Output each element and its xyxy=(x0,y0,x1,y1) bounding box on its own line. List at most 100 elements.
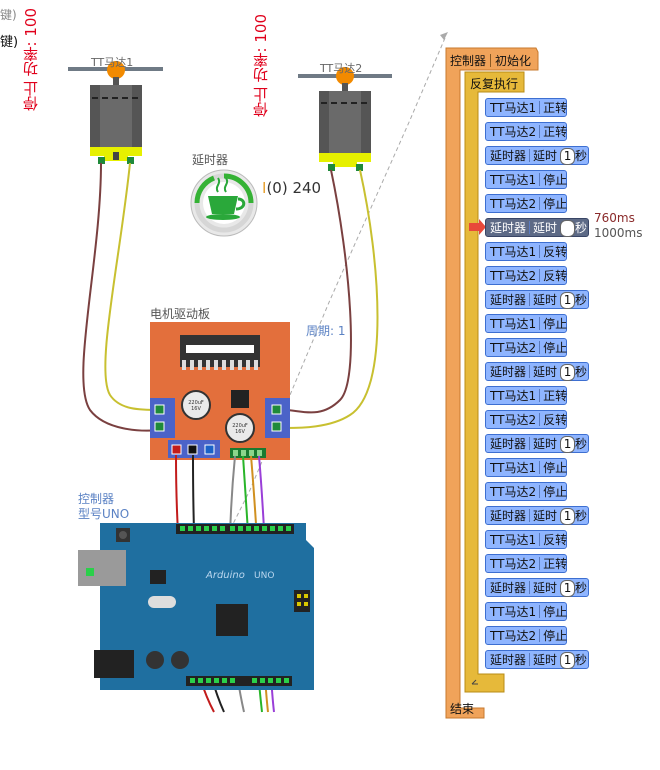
block-target: TT马达1 xyxy=(490,605,537,619)
block-action: 停止 xyxy=(543,197,568,211)
block-action: 延时 xyxy=(533,221,558,235)
block-action: 正转 xyxy=(543,125,568,139)
motor-1[interactable] xyxy=(68,61,163,164)
block-action: 延时 xyxy=(533,653,558,667)
delay-unit: 秒 xyxy=(575,581,588,595)
block-target: 延时器 xyxy=(490,581,527,595)
motor-block[interactable]: TT马达1 停止 xyxy=(485,314,567,333)
delay-unit: 秒 xyxy=(575,653,588,667)
block-target: TT马达1 xyxy=(490,461,537,475)
block-target: TT马达1 xyxy=(490,317,537,331)
arduino-uno-board[interactable]: Arduino UNO xyxy=(78,523,314,690)
motor-block[interactable]: TT马达2 停止 xyxy=(485,194,567,213)
motor-driver-board[interactable]: 220uF 16V 220uF 16V xyxy=(150,322,290,460)
timer-readout: I(0) 240 xyxy=(262,179,322,197)
block-action: 反转 xyxy=(543,533,568,547)
delay-seconds-input[interactable]: 1 xyxy=(560,508,576,525)
edge-text-1: 键) xyxy=(0,8,17,22)
block-action: 正转 xyxy=(543,389,568,403)
block-action: 停止 xyxy=(543,317,568,331)
loop-block-header[interactable]: 反复执行 xyxy=(470,77,519,91)
block-target: TT马达1 xyxy=(490,173,537,187)
delay-unit: 秒 xyxy=(575,149,588,163)
motor-block[interactable]: TT马达2 正转 xyxy=(485,122,567,141)
block-target: 延时器 xyxy=(490,365,527,379)
dashed-link-line xyxy=(214,37,446,561)
motor-block[interactable]: TT马达1 停止 xyxy=(485,170,567,189)
driver-period: 周期: 1 xyxy=(306,324,346,338)
motor-block[interactable]: TT马达1 正转 xyxy=(485,98,567,117)
block-target: TT马达2 xyxy=(490,125,537,139)
svg-text:16V: 16V xyxy=(235,429,245,435)
block-action: 停止 xyxy=(543,341,568,355)
delay-unit: 秒 xyxy=(575,293,588,307)
block-target: 延时器 xyxy=(490,437,527,451)
block-target: 延时器 xyxy=(490,149,527,163)
delay-unit: 秒 xyxy=(575,509,588,523)
block-target: TT马达1 xyxy=(490,101,537,115)
delay-seconds-input[interactable]: 1 xyxy=(560,220,576,237)
block-action: 反转 xyxy=(543,269,568,283)
delay-seconds-input[interactable]: 1 xyxy=(560,580,576,597)
block-action: 延时 xyxy=(533,581,558,595)
block-action: 反转 xyxy=(543,245,568,259)
svg-text:16V: 16V xyxy=(191,406,201,412)
block-action: 延时 xyxy=(533,365,558,379)
block-action: 反转 xyxy=(543,413,568,427)
block-action: 正转 xyxy=(543,101,568,115)
motor-block[interactable]: TT马达2 反转 xyxy=(485,266,567,285)
controller-block-header[interactable]: 控制器初始化 xyxy=(450,54,532,68)
arduino-logo-text: Arduino xyxy=(205,570,245,581)
motor-2-power-label: 停止 功率: 100 xyxy=(252,14,270,118)
block-action: 延时 xyxy=(533,293,558,307)
motor-2-label: TT马达2 xyxy=(320,62,363,75)
delay-seconds-input[interactable]: 1 xyxy=(560,148,576,165)
controller-model: 型号UNO xyxy=(78,507,130,521)
end-block-label[interactable]: 结束 xyxy=(450,702,475,716)
block-action: 延时 xyxy=(533,437,558,451)
delay-unit: 秒 xyxy=(575,221,588,235)
motor-1-power-label: 停止 功率: 100 xyxy=(22,8,40,112)
block-target: 延时器 xyxy=(490,221,527,235)
block-target: TT马达1 xyxy=(490,533,537,547)
block-action: 停止 xyxy=(543,173,568,187)
delay-unit: 秒 xyxy=(575,437,588,451)
driver-label: 电机驱动板 xyxy=(150,307,211,321)
block-action: 停止 xyxy=(543,485,568,499)
active-step-arrow xyxy=(469,219,486,235)
motor-2[interactable] xyxy=(298,67,392,171)
block-target: TT马达2 xyxy=(490,269,537,283)
block-action: 正转 xyxy=(543,557,568,571)
block-target: TT马达2 xyxy=(490,197,537,211)
block-target: 延时器 xyxy=(490,653,527,667)
motor-block[interactable]: TT马达1 反转 xyxy=(485,530,567,549)
delay-seconds-input[interactable]: 1 xyxy=(560,652,576,669)
delay-seconds-input[interactable]: 1 xyxy=(560,436,576,453)
delay-unit: 秒 xyxy=(575,365,588,379)
svg-text:220uF: 220uF xyxy=(232,423,248,429)
timer-device[interactable] xyxy=(190,169,258,237)
block-action: 延时 xyxy=(533,509,558,523)
motor-1-label: TT马达1 xyxy=(91,56,134,69)
delay-seconds-input[interactable]: 1 xyxy=(560,364,576,381)
delay-seconds-input[interactable]: 1 xyxy=(560,292,576,309)
block-action: 停止 xyxy=(543,629,568,643)
